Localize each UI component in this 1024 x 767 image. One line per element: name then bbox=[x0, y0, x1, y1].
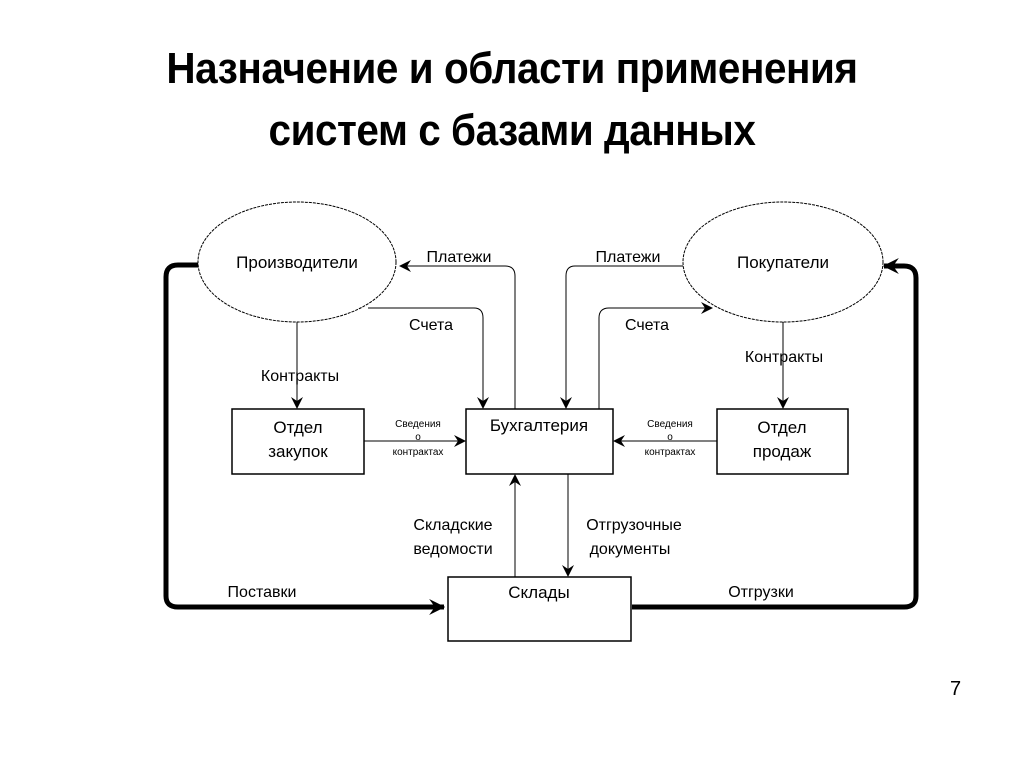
edge-invoices-left-line bbox=[368, 307, 489, 409]
edge-invoices-right-line bbox=[598, 302, 713, 409]
edge-supplies-line bbox=[163, 262, 446, 615]
node-producers-label: Производители bbox=[236, 253, 358, 272]
edge-contract-info-left-label-3: контрактах bbox=[393, 447, 444, 458]
edge-payments-left-label: Платежи bbox=[427, 249, 492, 266]
node-warehouses bbox=[447, 576, 632, 642]
edge-invoices-right-label: Счета bbox=[625, 317, 669, 334]
edge-payments-left-line bbox=[399, 260, 516, 409]
node-buyers-label: Покупатели bbox=[737, 253, 829, 272]
node-warehouses-label: Склады bbox=[508, 583, 569, 602]
edge-contract-info-left-label-2: о bbox=[415, 432, 421, 443]
edge-shipping-docs-label-1: Отгрузочные bbox=[586, 517, 682, 534]
slide-title: Назначение и области применения систем с… bbox=[41, 38, 983, 162]
node-sales-label-1: Отдел bbox=[757, 418, 806, 437]
edge-contract-info-left-label-1: Сведения bbox=[395, 419, 441, 430]
slide-title-line-1: Назначение и области применения bbox=[166, 44, 858, 93]
edge-contracts-left-label: Контракты bbox=[261, 368, 339, 385]
node-sales-label-2: продаж bbox=[753, 442, 812, 461]
edge-shipments-line bbox=[632, 258, 919, 610]
slide-title-line-2: систем с базами данных bbox=[268, 106, 756, 155]
node-purchasing bbox=[231, 408, 365, 475]
edge-supplies-label: Поставки bbox=[228, 584, 297, 601]
edge-shipping-docs-label-2: документы bbox=[590, 541, 671, 558]
node-purchasing-label-1: Отдел bbox=[273, 418, 322, 437]
edge-warehouse-reports-label-2: ведомости bbox=[413, 541, 492, 558]
edge-contract-info-right-label-1: Сведения bbox=[647, 419, 693, 430]
edge-invoices-left-label: Счета bbox=[409, 317, 453, 334]
edge-contract-info-right-label-2: о bbox=[667, 432, 673, 443]
edge-warehouse-reports-label-1: Складские bbox=[413, 517, 492, 534]
page-number: 7 bbox=[950, 678, 962, 700]
node-purchasing-label-2: закупок bbox=[268, 442, 328, 461]
edge-contract-info-right-label-3: контрактах bbox=[645, 447, 696, 458]
edge-payments-right-line bbox=[560, 265, 683, 409]
node-buyers bbox=[682, 201, 884, 323]
edge-payments-right-label: Платежи bbox=[596, 249, 661, 266]
node-accounting-label: Бухгалтерия bbox=[490, 416, 588, 435]
node-sales bbox=[716, 408, 849, 475]
edge-shipments-label: Отгрузки bbox=[728, 584, 794, 601]
edge-contracts-right-label: Контракты bbox=[745, 349, 823, 366]
node-accounting bbox=[465, 408, 614, 475]
